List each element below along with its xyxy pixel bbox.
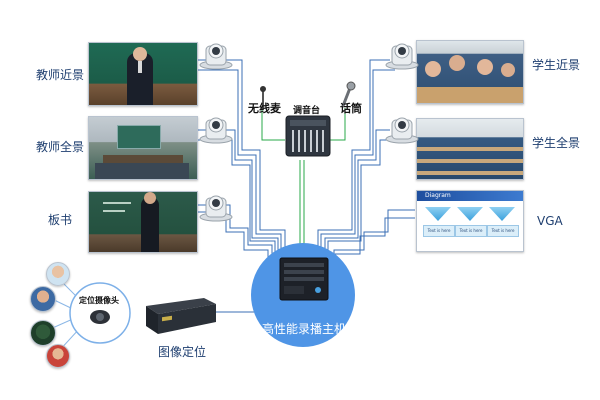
host-recorder-icon [279,257,329,301]
positioning-photo-1 [46,262,70,286]
label-wireless-mic: 无线麦 [248,102,281,115]
vga-screen: Diagram Text is here Text is here Text i… [416,190,524,252]
label-image-positioning: 图像定位 [158,345,207,359]
positioning-photo-4 [46,344,70,368]
link-teacher-full [198,129,279,258]
mixer-icon [285,115,331,157]
link-blackboard [198,204,273,262]
link-vga [333,209,415,264]
link-teacher-close [198,59,286,255]
blackboard-photo [88,191,198,253]
ptz-camera-icon [199,117,233,144]
vga-header: Diagram [425,192,451,199]
label-blackboard: 板书 [48,213,73,227]
vga-box-1: Text is here [423,225,455,237]
label-handheld-mic: 话筒 [340,102,362,115]
vga-box-3: Text is here [487,225,519,237]
label-teacher-full: 教师全景 [36,140,85,154]
teacher-close-photo [88,42,198,106]
link-student-full [324,129,390,258]
ptz-camera-icon [385,43,419,70]
handheld-mic-icon [341,81,356,108]
link-handheld-mic [330,108,346,141]
ptz-camera-icon [199,43,233,70]
teacher-full-photo [88,116,198,180]
label-student-close: 学生近景 [532,58,581,72]
label-host: 高性能录播主机 [262,322,347,336]
link-student-close [317,59,390,255]
ptz-camera-icon [385,117,419,144]
ptz-camera-icon [199,195,233,222]
label-student-full: 学生全景 [532,136,581,150]
student-full-photo [416,118,524,180]
positioning-photo-3 [30,320,56,346]
wireless-mic-icon [260,86,266,110]
positioning-camera-icon [90,310,110,324]
link-wireless-mic [261,110,285,141]
label-positioning-camera: 定位摄像头 [79,296,119,305]
positioning-photo-2 [30,286,56,312]
label-mixer: 调音台 [293,106,321,116]
label-vga: VGA [537,214,563,228]
vga-box-2: Text is here [455,225,487,237]
label-teacher-close: 教师近景 [36,68,85,82]
student-close-photo [416,40,524,104]
image-positioning-device-icon [146,298,216,334]
